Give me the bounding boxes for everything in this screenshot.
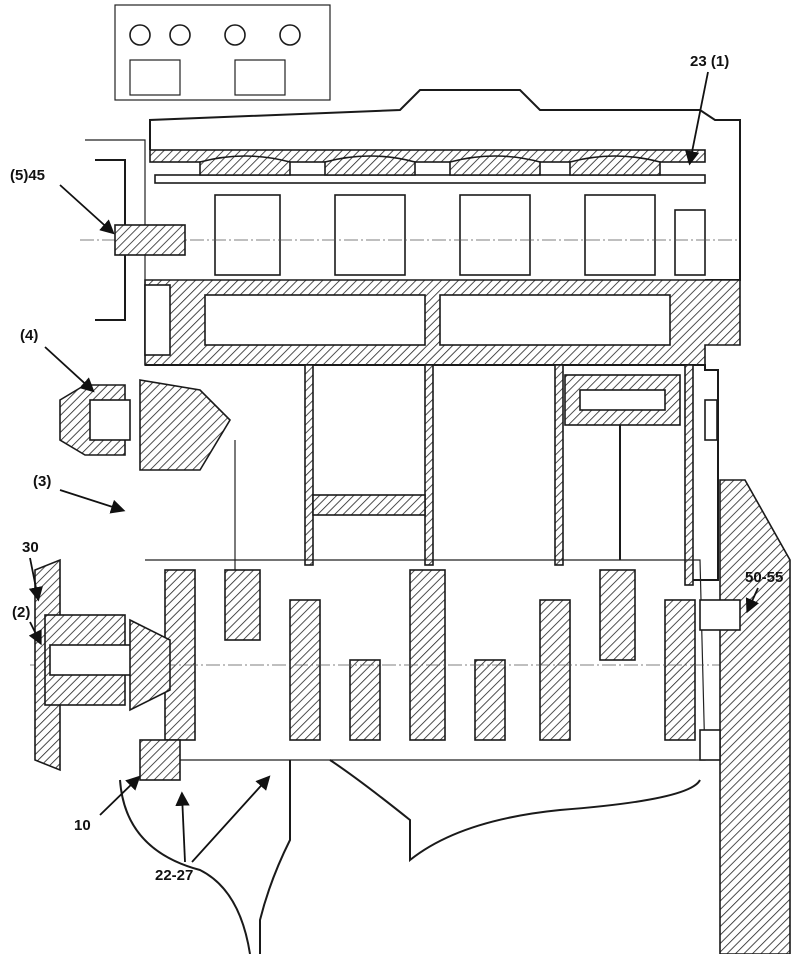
callout-label: 30 [22, 539, 39, 556]
cylinder-head [80, 89, 741, 366]
callout-22-27: 22-27 [155, 775, 271, 884]
cylinder-block [145, 364, 719, 586]
oil-sump [119, 739, 701, 954]
callout-5-45: (5)45 [10, 167, 115, 235]
timing-cover [85, 139, 186, 360]
callout-label: 23 (1) [690, 53, 729, 70]
crank-pulley [34, 558, 171, 772]
water-pump [59, 379, 232, 471]
callout-label: (4) [20, 327, 38, 344]
flywheel [699, 479, 791, 954]
callout-30: 30 [22, 539, 43, 602]
top-valve-gear [114, 4, 331, 101]
callout-label: (5)45 [10, 167, 45, 184]
callout-4: (4) [20, 327, 95, 393]
callout-2: (2) [12, 604, 42, 646]
callout-label: 10 [74, 817, 91, 834]
callout-23-1: 23 (1) [685, 53, 729, 166]
callout-label: (3) [33, 473, 51, 490]
callout-10: 10 [74, 775, 141, 834]
callout-50-55: 50-55 [745, 569, 783, 614]
callout-label: 50-55 [745, 569, 783, 586]
callout-label: (2) [12, 604, 30, 621]
callout-3: (3) [33, 473, 126, 514]
crankshaft [30, 559, 790, 761]
callout-label: 22-27 [155, 867, 193, 884]
